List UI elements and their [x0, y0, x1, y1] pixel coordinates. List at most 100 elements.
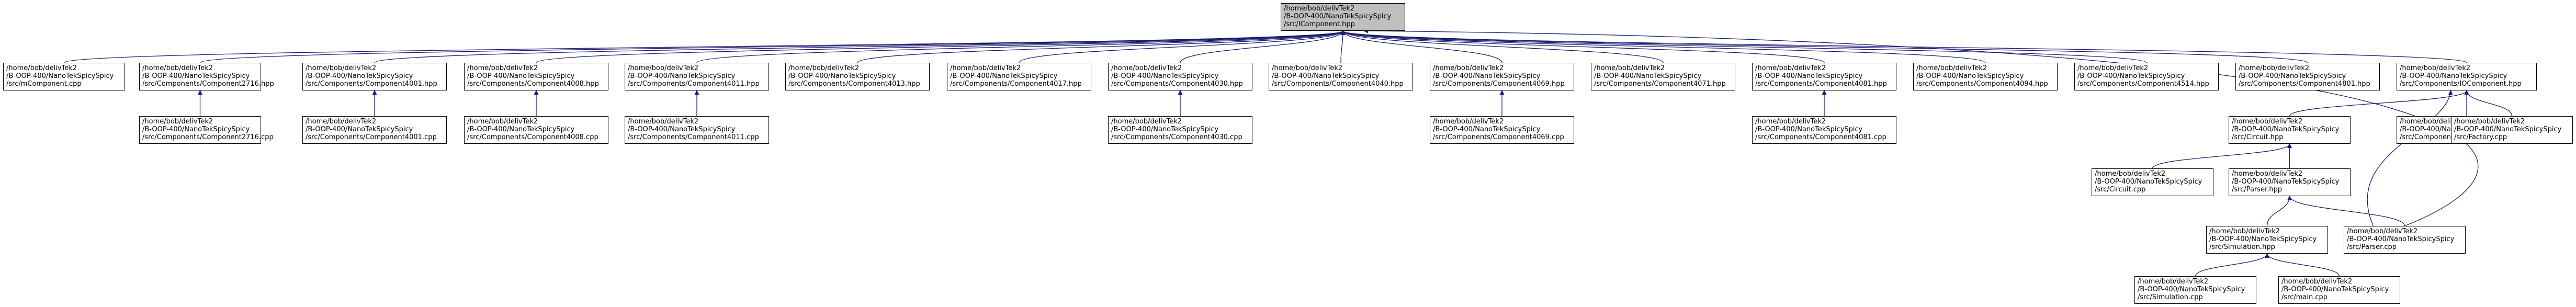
graph-node[interactable]: /home/bob/delivTek2/B-OOP-400/NanoTekSpi… [2074, 63, 2219, 90]
node-label-line: /src/Components/Component4001.hpp [306, 80, 437, 88]
graph-node[interactable]: /home/bob/delivTek2/B-OOP-400/NanoTekSpi… [2229, 168, 2351, 196]
node-label-line: /B-OOP-400/NanoTekSpicySpicy [2281, 286, 2389, 293]
graph-node[interactable]: /home/bob/delivTek2/B-OOP-400/NanoTekSpi… [625, 63, 769, 90]
dependency-edge [199, 30, 1345, 63]
graph-node[interactable]: /home/bob/delivTek2/B-OOP-400/NanoTekSpi… [2278, 276, 2400, 304]
dependency-edge [2195, 253, 2269, 277]
node-label-line: /B-OOP-400/NanoTekSpicySpicy [628, 126, 736, 133]
graph-node[interactable]: /home/bob/delivTek2/B-OOP-400/NanoTekSpi… [2229, 116, 2351, 144]
graph-node-root[interactable]: /home/bob/delivTek2/B-OOP-400/NanoTekSpi… [1281, 3, 1405, 31]
node-label-line: /src/Components/Component4008.cpp [467, 133, 598, 141]
graph-node[interactable]: /home/bob/delivTek2/B-OOP-400/NanoTekSpi… [464, 63, 608, 90]
graph-node[interactable]: /home/bob/delivTek2/B-OOP-400/NanoTekSpi… [785, 63, 930, 90]
node-label-line: /B-OOP-400/NanoTekSpicySpicy [142, 72, 250, 80]
dependency-edge [1340, 30, 2147, 63]
node-label-line: /B-OOP-400/NanoTekSpicySpicy [142, 126, 250, 133]
graph-node[interactable]: /home/bob/delivTek2/B-OOP-400/NanoTekSpi… [1913, 63, 2058, 90]
graph-node[interactable]: /home/bob/delivTek2/B-OOP-400/NanoTekSpi… [2206, 226, 2328, 254]
node-label-line: /B-OOP-400/NanoTekSpicySpicy [6, 72, 114, 80]
node-label-line: /B-OOP-400/NanoTekSpicySpicy [788, 72, 896, 80]
graph-node[interactable]: /home/bob/delivTek2/B-OOP-400/NanoTekSpi… [1591, 63, 1735, 90]
dependency-edge [374, 30, 1346, 63]
node-label-line: /B-OOP-400/NanoTekSpicySpicy [2454, 126, 2562, 133]
graph-node[interactable]: /home/bob/delivTek2/B-OOP-400/NanoTekSpi… [2397, 63, 2537, 90]
graph-node[interactable]: /home/bob/delivTek2/B-OOP-400/NanoTekSpi… [947, 63, 1091, 90]
node-label-line: /home/bob/delivTek2 [2077, 64, 2149, 72]
node-label-line: /B-OOP-400/NanoTekSpicySpicy [2239, 72, 2346, 80]
graph-node[interactable]: /home/bob/delivTek2/B-OOP-400/NanoTekSpi… [1430, 116, 1574, 144]
dependency-edge [2265, 253, 2340, 277]
graph-node[interactable]: /home/bob/delivTek2/B-OOP-400/NanoTekSpi… [3, 63, 125, 90]
node-label-line: /home/bob/delivTek2 [1755, 64, 1826, 72]
graph-node[interactable]: /home/bob/delivTek2/B-OOP-400/NanoTekSpi… [139, 63, 274, 90]
node-label-line: /B-OOP-400/NanoTekSpicySpicy [2095, 178, 2202, 186]
node-label-line: /home/bob/delivTek2 [1433, 118, 1504, 126]
dependency-edge [2464, 90, 2513, 117]
node-label-line: /src/Components/Component4008.hpp [467, 80, 599, 88]
node-label-line: /home/bob/delivTek2 [2454, 118, 2525, 126]
graph-node[interactable]: /home/bob/delivTek2/B-OOP-400/NanoTekSpi… [625, 116, 769, 144]
node-label-line: /src/Components/Component4011.cpp [628, 133, 759, 141]
node-label-line: /B-OOP-400/NanoTekSpicySpicy [467, 72, 575, 80]
node-label-line: /src/Components/Component4069.cpp [1433, 133, 1564, 141]
node-label-line: /B-OOP-400/NanoTekSpicySpicy [1284, 13, 1392, 20]
node-label-line: /home/bob/delivTek2 [1272, 64, 1343, 72]
dependency-edge [1340, 30, 1664, 63]
node-label-line: /B-OOP-400/NanoTekSpicySpicy [2209, 235, 2317, 243]
graph-node[interactable]: /home/bob/delivTek2/B-OOP-400/NanoTekSpi… [2344, 226, 2466, 254]
node-label-line: /home/bob/delivTek2 [950, 64, 1021, 72]
node-label-line: /src/Parser.hpp [2232, 186, 2283, 194]
node-label-line: /home/bob/delivTek2 [628, 118, 699, 126]
node-label-line: /home/bob/delivTek2 [1594, 64, 1665, 72]
graph-node[interactable]: /home/bob/delivTek2/B-OOP-400/NanoTekSpi… [1108, 116, 1252, 144]
node-label-line: /src/Components/Component4071.hpp [1594, 80, 1726, 88]
graph-node[interactable]: /home/bob/delivTek2/B-OOP-400/NanoTekSpi… [139, 116, 274, 144]
node-label-line: /B-OOP-400/NanoTekSpicySpicy [306, 126, 413, 133]
node-label-line: /B-OOP-400/NanoTekSpicySpicy [1111, 126, 1219, 133]
node-label-line: /src/Components/Component4801.hpp [2239, 80, 2370, 88]
graph-node[interactable]: /home/bob/delivTek2/B-OOP-400/NanoTekSpi… [2134, 276, 2256, 304]
node-label-line: /home/bob/delivTek2 [2400, 64, 2471, 72]
node-label-line: /src/Components/Component4081.cpp [1755, 133, 1886, 141]
graph-node[interactable]: /home/bob/delivTek2/B-OOP-400/NanoTekSpi… [1269, 63, 1413, 90]
node-label-line: /home/bob/delivTek2 [1111, 118, 1182, 126]
graph-node[interactable]: /home/bob/delivTek2/B-OOP-400/NanoTekSpi… [302, 63, 447, 90]
node-label-line: /src/Components/Component4514.hpp [2077, 80, 2209, 88]
node-label-line: /home/bob/delivTek2 [2232, 118, 2303, 126]
node-label-line: /B-OOP-400/NanoTekSpicySpicy [1111, 72, 1219, 80]
node-label-line: /src/Components/Component4030.cpp [1111, 133, 1242, 141]
node-label-line: /src/Circuit.cpp [2095, 186, 2146, 194]
node-label-line: /home/bob/delivTek2 [788, 64, 860, 72]
graph-node[interactable]: /home/bob/delivTek2/B-OOP-400/NanoTekSpi… [2451, 116, 2573, 144]
node-label-line: /src/main.cpp [2281, 293, 2328, 301]
graph-node[interactable]: /home/bob/delivTek2/B-OOP-400/NanoTekSpi… [2235, 63, 2380, 90]
node-label-line: /B-OOP-400/NanoTekSpicySpicy [2232, 126, 2340, 133]
node-label-line: /B-OOP-400/NanoTekSpicySpicy [1916, 72, 2024, 80]
dependency-edge [857, 30, 1346, 63]
node-label-line: /src/Simulation.cpp [2138, 293, 2203, 301]
node-label-line: /B-OOP-400/NanoTekSpicySpicy [2232, 178, 2340, 186]
node-label-line: /B-OOP-400/NanoTekSpicySpicy [1755, 72, 1863, 80]
node-label-line: /B-OOP-400/NanoTekSpicySpicy [1433, 126, 1541, 133]
node-label-line: /B-OOP-400/NanoTekSpicySpicy [1755, 126, 1863, 133]
dependency-edge [2289, 90, 2469, 117]
graph-node[interactable]: /home/bob/delivTek2/B-OOP-400/NanoTekSpi… [302, 116, 447, 144]
node-label-line: /B-OOP-400/NanoTekSpicySpicy [2400, 72, 2507, 80]
graph-node[interactable]: /home/bob/delivTek2/B-OOP-400/NanoTekSpi… [1752, 63, 1896, 90]
node-label-line: /src/IComponent.hpp [1284, 20, 1355, 28]
node-label-line: /home/bob/delivTek2 [1755, 118, 1826, 126]
graph-node[interactable]: /home/bob/delivTek2/B-OOP-400/NanoTekSpi… [1108, 63, 1252, 90]
node-label-line: /B-OOP-400/NanoTekSpicySpicy [2138, 286, 2245, 293]
node-label-line: /src/Factory.cpp [2454, 133, 2507, 141]
graph-node[interactable]: /home/bob/delivTek2/B-OOP-400/NanoTekSpi… [1752, 116, 1896, 144]
node-label-line: /src/Components/Component4081.hpp [1755, 80, 1887, 88]
node-label-line: /src/Components/Component2716.cpp [142, 133, 274, 141]
node-label-line: /home/bob/delivTek2 [628, 64, 699, 72]
graph-node[interactable]: /home/bob/delivTek2/B-OOP-400/NanoTekSpi… [464, 116, 608, 144]
graph-node[interactable]: /home/bob/delivTek2/B-OOP-400/NanoTekSpi… [2092, 168, 2213, 196]
node-label-line: /home/bob/delivTek2 [2347, 228, 2418, 235]
node-label-line: /B-OOP-400/NanoTekSpicySpicy [1272, 72, 1380, 80]
node-label-line: /home/bob/delivTek2 [1284, 5, 1355, 13]
graph-node[interactable]: /home/bob/delivTek2/B-OOP-400/NanoTekSpi… [1430, 63, 1574, 90]
node-label-line: /home/bob/delivTek2 [306, 64, 377, 72]
